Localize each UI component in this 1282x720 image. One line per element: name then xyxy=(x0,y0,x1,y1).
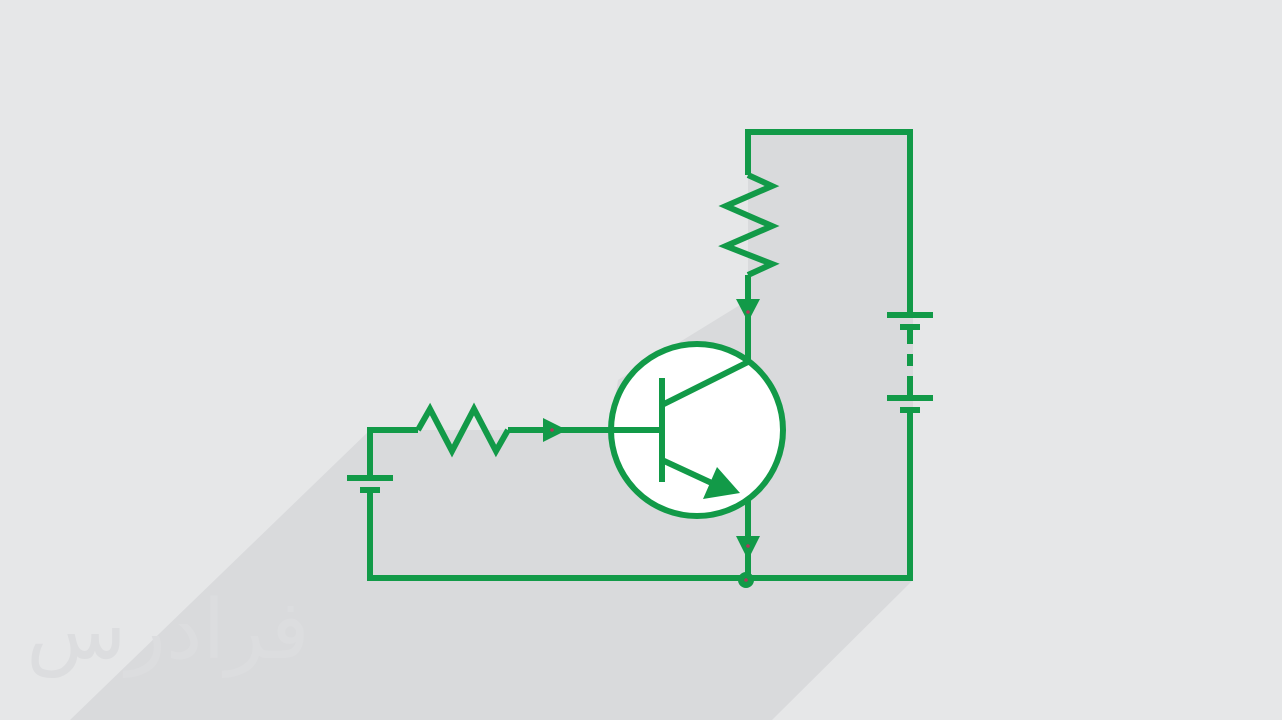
transistor-body xyxy=(608,341,786,519)
emitter-arrow-dot xyxy=(746,544,750,548)
transistor-emitter-lead xyxy=(660,457,718,488)
top-wire xyxy=(745,129,913,312)
long-shadow xyxy=(70,132,913,720)
emitter-current-arrow xyxy=(736,536,760,560)
base-resistor xyxy=(415,402,511,458)
junction-dot xyxy=(744,578,748,582)
watermark-text: فرادرس xyxy=(28,583,308,678)
base-supply-wire xyxy=(367,427,418,478)
bottom-wire xyxy=(367,410,913,581)
base-arrow-dot xyxy=(550,428,554,432)
base-current-arrow xyxy=(543,418,567,442)
transistor-collector-lead xyxy=(660,359,750,408)
collector-arrow-dot xyxy=(746,310,750,314)
npn-transistor xyxy=(608,341,786,519)
transistor-emitter-arrow xyxy=(703,467,740,499)
faradars-watermark: فرادرس xyxy=(28,583,308,678)
collector-resistor xyxy=(718,172,780,278)
